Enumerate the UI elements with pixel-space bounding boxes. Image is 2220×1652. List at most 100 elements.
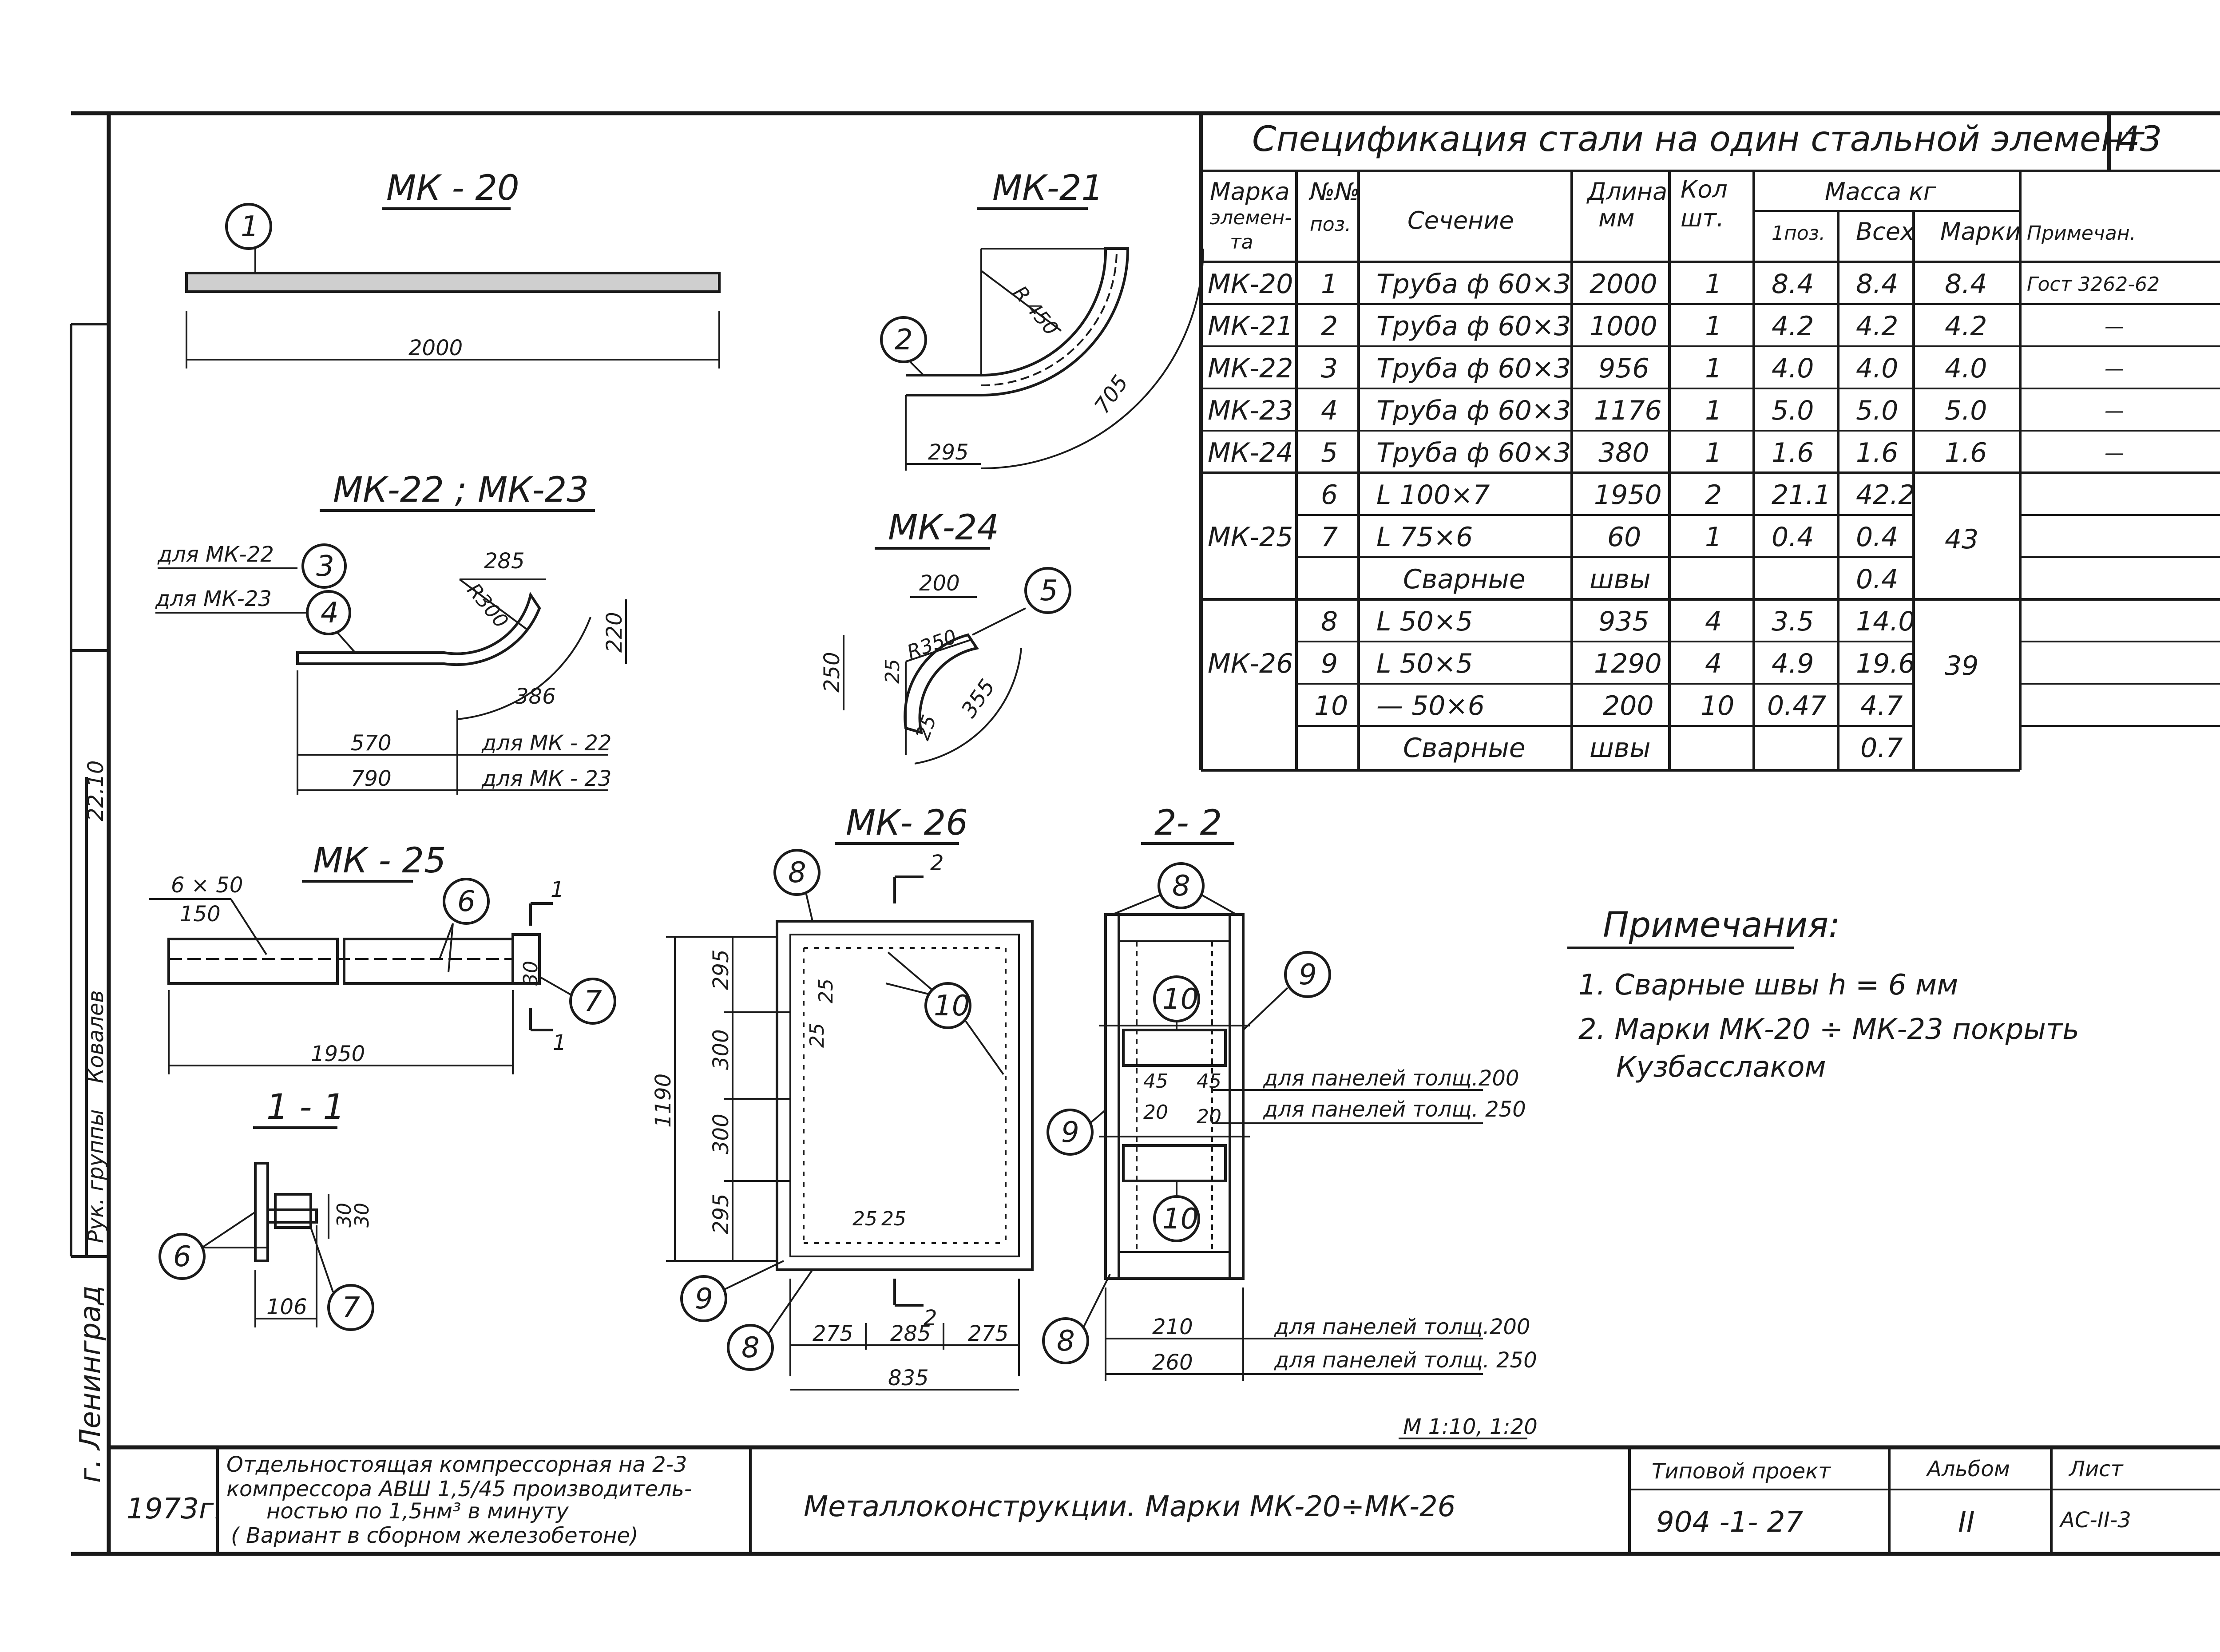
title-block: 1973г. Отдельностоящая компрессорная на …: [109, 1445, 2220, 1554]
svg-text:L 75×6: L 75×6: [1376, 522, 1473, 553]
svg-text:МК-20: МК-20: [1208, 269, 1293, 300]
svg-text:42.2: 42.2: [1856, 479, 1915, 511]
svg-text:Альбом: Альбом: [1926, 1457, 2010, 1482]
spec-table: Спецификация стали на один стальной элем…: [1199, 113, 2220, 772]
svg-text:705: 705: [1090, 371, 1133, 418]
svg-text:6 × 50: 6 × 50: [171, 873, 243, 898]
svg-text:МК-22: МК-22: [1208, 353, 1293, 384]
svg-text:для панелей толщ. 250: для панелей толщ. 250: [1263, 1097, 1526, 1122]
svg-text:21.1: 21.1: [1772, 479, 1831, 511]
drawing-section-2-2: 2- 2 45 45 20 20 для панелей толщ.200 дл…: [1042, 803, 1537, 1381]
svg-text:7: 7: [584, 985, 602, 1018]
svg-text:904 -1- 27: 904 -1- 27: [1656, 1506, 1803, 1539]
svg-text:10: 10: [1314, 690, 1348, 721]
drawing-mk21: МК-21 R 450 705 295 2: [880, 168, 1204, 471]
svg-text:2: 2: [930, 851, 944, 876]
svg-text:1190: 1190: [651, 1074, 676, 1128]
svg-text:295: 295: [928, 440, 969, 465]
svg-text:60: 60: [1607, 522, 1641, 553]
svg-text:4.0: 4.0: [1772, 353, 1814, 384]
svg-text:9: 9: [695, 1283, 713, 1315]
hdr-mark: Марка: [1210, 178, 1290, 206]
side-strip: 22.10 Ковалев Рук. группы г. Ленинград: [70, 323, 109, 1483]
drawing-section-1-1: 1 - 1 106 30 30 6 7: [159, 1087, 374, 1331]
spec-row: МК-22 3 Труба ф 60×3 956 1 4.0 4.0 4.0 —: [1208, 353, 2124, 384]
svg-text:—: —: [2105, 442, 2124, 464]
spec-header: Марка элемен- та №№ поз. Сечение Длина м…: [1201, 175, 2220, 263]
svg-text:для панелей толщ.200: для панелей толщ.200: [1274, 1315, 1530, 1339]
svg-text:3: 3: [1321, 353, 1338, 384]
svg-text:25: 25: [881, 659, 904, 684]
svg-text:1: 1: [1705, 522, 1722, 553]
mk25-title: МК - 25: [313, 841, 446, 881]
side-city: г. Ленинград: [74, 1285, 107, 1483]
svg-text:R300: R300: [463, 579, 513, 633]
note-2b: Кузбасслаком: [1616, 1051, 1826, 1084]
svg-text:25: 25: [806, 1023, 829, 1048]
svg-text:4: 4: [1705, 606, 1722, 637]
svg-text:6: 6: [457, 885, 476, 918]
svg-text:20: 20: [1143, 1101, 1168, 1124]
svg-text:7: 7: [1321, 522, 1338, 553]
svg-text:Типовой проект: Типовой проект: [1652, 1459, 1832, 1484]
svg-text:1: 1: [553, 1030, 567, 1055]
svg-text:Отдельностоящая компрессорная: Отдельностоящая компрессорная на 2-3: [226, 1452, 687, 1477]
svg-text:1: 1: [1705, 311, 1722, 342]
svg-text:для МК-22: для МК-22: [157, 542, 274, 567]
svg-text:МК-26: МК-26: [1208, 648, 1293, 679]
svg-text:25: 25: [881, 1208, 906, 1230]
drawing-mk26: МК- 26 2 2 1190 295 300 300 295 25 25 25…: [651, 803, 1034, 1391]
svg-text:для панелей толщ.200: для панелей толщ.200: [1263, 1066, 1519, 1091]
svg-text:8.4: 8.4: [1945, 269, 1987, 300]
svg-text:4.2: 4.2: [1856, 311, 1898, 342]
svg-text:—: —: [2105, 400, 2124, 422]
svg-text:285: 285: [484, 549, 525, 574]
svg-text:220: 220: [602, 612, 627, 653]
svg-text:Труба ф 60×3: Труба ф 60×3: [1376, 353, 1571, 384]
svg-text:швы: швы: [1590, 564, 1651, 595]
svg-text:1176: 1176: [1594, 395, 1662, 426]
spec-row: 10 — 50×6 200 10 0.47 4.7: [1314, 690, 1903, 721]
sec11-title: 1 - 1: [266, 1087, 345, 1127]
svg-text:6: 6: [173, 1240, 191, 1273]
svg-text:ностью по 1,5нм³ в минуту: ностью по 1,5нм³ в минуту: [266, 1499, 569, 1524]
drawing-mk25: МК - 25 1950 6 × 50 150 1 1 30 6 7: [149, 841, 616, 1074]
svg-text:4.7: 4.7: [1860, 690, 1903, 721]
spec-row: Сварные швы 0.7: [1403, 733, 1903, 764]
svg-text:МК-23: МК-23: [1208, 395, 1293, 426]
svg-text:25: 25: [911, 712, 941, 743]
svg-text:—: —: [2105, 357, 2124, 380]
svg-text:10: 10: [934, 990, 970, 1022]
svg-text:8.4: 8.4: [1856, 269, 1898, 300]
svg-text:380: 380: [1598, 437, 1649, 468]
svg-text:2: 2: [924, 1306, 937, 1331]
svg-text:8: 8: [788, 856, 806, 889]
tb-year: 1973г.: [127, 1493, 223, 1525]
svg-text:5.0: 5.0: [1772, 395, 1814, 426]
svg-text:0.47: 0.47: [1767, 690, 1827, 721]
svg-text:355: 355: [956, 675, 1000, 722]
svg-text:1.6: 1.6: [1856, 437, 1898, 468]
svg-text:1: 1: [1705, 395, 1722, 426]
svg-text:570: 570: [351, 731, 392, 756]
svg-text:30: 30: [333, 1203, 356, 1228]
svg-text:2000: 2000: [1590, 269, 1657, 300]
svg-text:для панелей толщ. 250: для панелей толщ. 250: [1274, 1348, 1537, 1373]
svg-text:200: 200: [1603, 690, 1654, 721]
svg-text:Труба ф 60×3: Труба ф 60×3: [1376, 311, 1571, 342]
svg-text:МК-24: МК-24: [1208, 437, 1293, 468]
svg-text:L 50×5: L 50×5: [1376, 606, 1473, 637]
svg-text:5.0: 5.0: [1945, 395, 1987, 426]
svg-text:386: 386: [515, 684, 556, 709]
svg-text:20: 20: [1197, 1105, 1221, 1128]
svg-text:4.2: 4.2: [1945, 311, 1987, 342]
svg-text:та: та: [1230, 231, 1253, 254]
hdr-mass-all: Всех: [1856, 218, 1915, 246]
note-1: 1. Сварные швы h = 6 мм: [1578, 969, 1958, 1002]
svg-text:L 50×5: L 50×5: [1376, 648, 1473, 679]
spec-grid: [1201, 171, 2220, 772]
svg-text:9: 9: [1299, 959, 1317, 991]
svg-text:0.4: 0.4: [1856, 522, 1898, 553]
side-author: Ковалев: [83, 990, 108, 1083]
svg-text:295: 295: [709, 949, 733, 990]
